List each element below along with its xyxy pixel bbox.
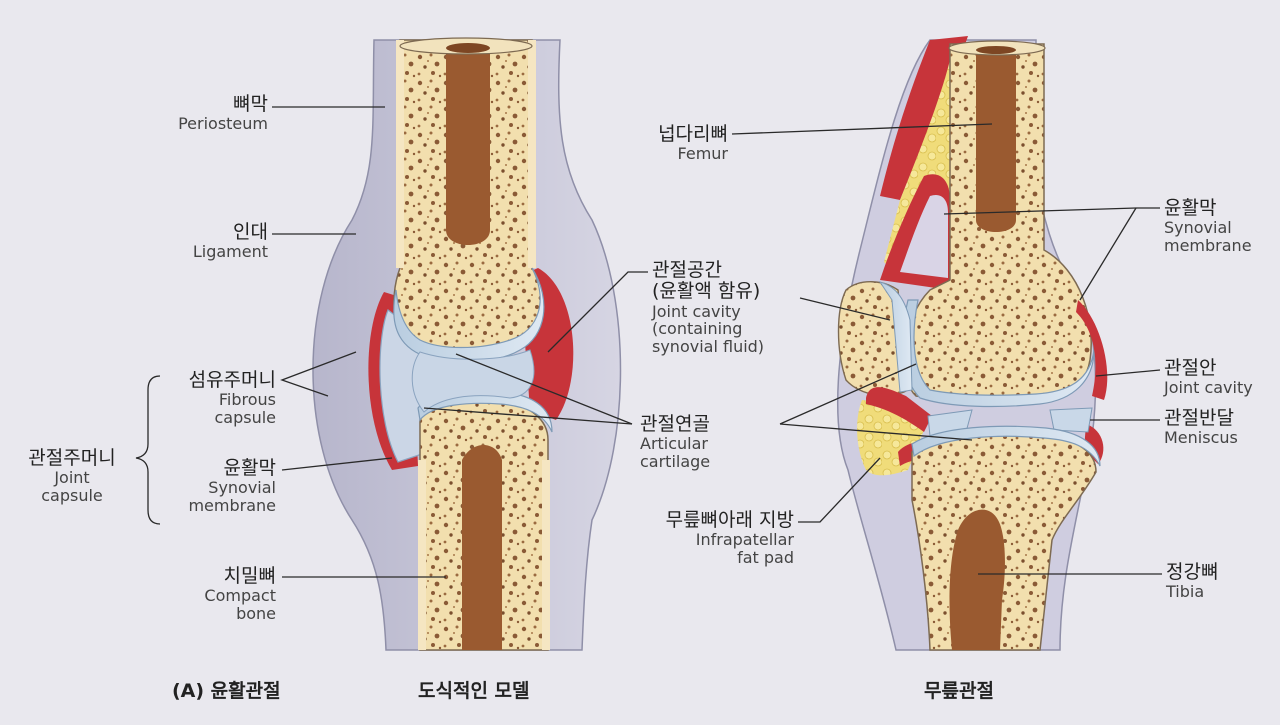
caption-knee: 무릎관절 [924,680,994,702]
compact-bone-en1: Compact [204,586,276,606]
label-synovial-membrane-right: 윤활막 Synovial membrane [1164,197,1252,256]
femur-cartilage [902,299,1095,408]
label-infrapatellar-fat-pad: 무릎뼈아래 지방 Infrapatellar fat pad [665,509,794,568]
label-tibia: 정강뼈 Tibia [1166,561,1219,602]
synovial-membrane-posterior [1076,300,1108,400]
meniscus-en: Meniscus [1164,428,1238,448]
line-cart-d [779,423,973,441]
synovial-right-en1: Synovial [1164,218,1232,238]
fat-pad-en2: fat pad [737,548,794,568]
joint-capsule-ko: 관절주머니 [28,447,116,469]
leader-lines [135,106,1162,578]
caption-panel: (A) 윤활관절 [172,680,281,702]
joint-capsule-en2: capsule [41,486,103,506]
joint-cavity-center-ko2: (윤활액 함유) [652,280,761,303]
line-joint-cavity-right [799,297,891,321]
schematic-joint [312,37,622,651]
knee-joint [836,36,1108,651]
patella-cartilage [878,281,913,393]
meniscus-back [1049,407,1093,433]
synovial-left-en1: Synovial [208,478,276,498]
ligament-ko: 인대 [233,221,268,243]
ligament-en: Ligament [192,242,268,262]
synovial-pouch-inner [900,194,948,278]
tibia-marrow [949,509,1005,650]
lower-compact-wall [418,460,550,650]
caption-schematic: 도식적인 모델 [418,680,530,702]
synovial-left-ko: 윤활막 [223,457,276,479]
femur-marrow [976,52,1016,232]
line-synovial-left [281,457,393,471]
fibrous-capsule-ko: 섬유주머니 [188,369,276,391]
compact-bone-en2: bone [236,604,276,624]
joint-cavity-center-en2: (containing [652,319,743,339]
femur-en: Femur [677,144,728,164]
fat-pad-en1: Infrapatellar [695,530,794,550]
lower-marrow [462,445,502,650]
line-joint-cavity-center [547,271,648,353]
label-periosteum: 뼈막 Periosteum [178,93,268,134]
label-joint-cavity-knee: 관절안 Joint cavity [1164,357,1253,398]
femur-marrow-top [976,46,1016,54]
line-synovial-right-b [1079,207,1137,301]
tibia-cartilage [911,425,1101,467]
femur-ko: 넙다리뼈 [658,123,728,145]
line-cart-b [423,407,633,425]
joint-cavity-knee-en: Joint cavity [1164,378,1253,398]
tibia-ko: 정강뼈 [1166,561,1219,583]
label-fibrous-capsule: 섬유주머니 Fibrous capsule [188,369,276,428]
joint-space [411,349,535,413]
joint-cavity-center-en3: synovial fluid) [652,337,765,357]
line-cart-a [455,353,633,425]
articular-cartilage-ko: 관절연골 [640,413,710,435]
label-meniscus: 관절반달 Meniscus [1164,407,1238,448]
fibrous-capsule-en1: Fibrous [218,390,276,410]
line-femur [731,123,993,135]
line-fibrous-capsule [280,351,357,397]
joint-cavity-center-en1: Joint cavity [652,301,741,321]
synovial-right-ko: 윤활막 [1164,197,1217,219]
meniscus-ko: 관절반달 [1164,407,1234,429]
label-femur: 넙다리뼈 Femur [658,123,728,164]
compact-bone-ko: 치밀뼈 [223,565,276,587]
upper-marrow-top [446,43,490,53]
label-synovial-membrane-left: 윤활막 Synovial membrane [188,457,276,516]
periosteum-en: Periosteum [178,114,268,134]
fibrous-capsule-en2: capsule [214,408,276,428]
label-articular-cartilage: 관절연골 Articular cartilage [640,413,711,472]
label-ligament: 인대 Ligament [192,221,268,262]
articular-cartilage-en1: Articular [640,434,709,454]
upper-compact-wall [396,40,536,268]
synovial-left-en2: membrane [188,496,276,516]
synovial-right-en2: membrane [1164,236,1252,256]
label-joint-capsule: 관절주머니 Joint capsule [10,447,134,506]
label-compact-bone: 치밀뼈 Compact bone [204,565,276,624]
joint-capsule-en1: Joint [54,468,90,488]
line-joint-cavity-knee [1095,369,1161,377]
upper-marrow [446,46,490,245]
label-joint-cavity-center: 관절공간 (윤활액 함유) Joint cavity (containing s… [652,259,765,357]
joint-cavity-knee-ko: 관절안 [1164,357,1217,379]
periosteum-ko: 뼈막 [233,93,268,115]
line-fat-pad [798,457,881,523]
fat-pad-ko: 무릎뼈아래 지방 [665,509,794,531]
articular-cartilage-en2: cartilage [640,452,711,472]
joint-cavity-center-ko1: 관절공간 [652,259,722,281]
tibia-en: Tibia [1166,582,1205,602]
joint-capsule-bracket [135,375,161,525]
line-cart-c [779,363,917,425]
synovial-membrane-anterior [866,387,932,432]
